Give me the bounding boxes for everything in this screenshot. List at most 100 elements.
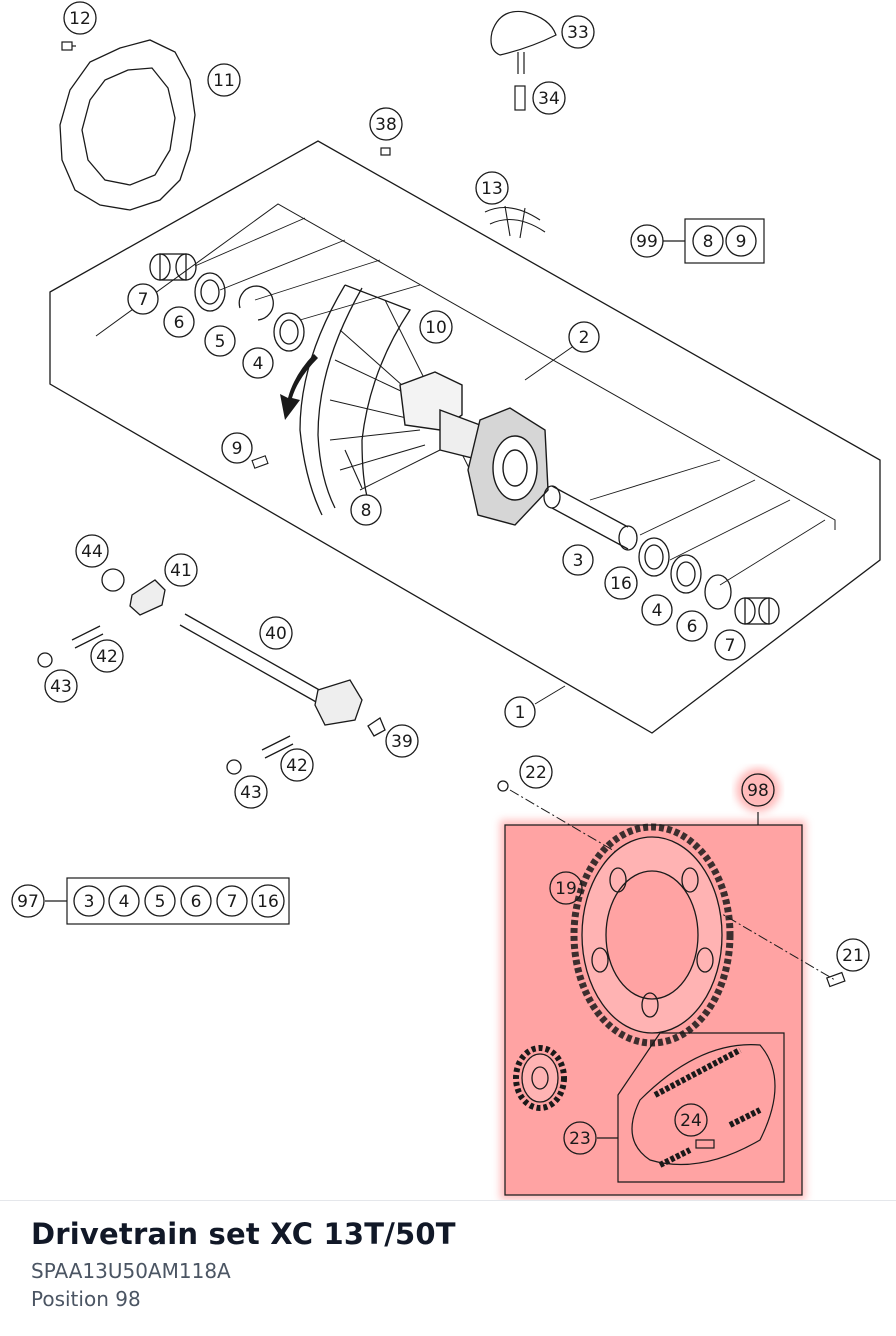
callout-label: 21 — [842, 946, 864, 966]
callout-label: 7 — [138, 290, 149, 310]
part-info-panel: Drivetrain set XC 13T/50T SPAA13U50AM118… — [0, 1200, 896, 1336]
callout-41[interactable]: 41 — [164, 553, 198, 587]
callout-label: 22 — [525, 763, 547, 783]
callout-label: 6 — [174, 313, 185, 333]
callout-label: 8 — [361, 501, 372, 521]
callout-label: 41 — [170, 561, 192, 581]
callout-label: 43 — [240, 783, 262, 803]
callout-3[interactable]: 3 — [562, 544, 594, 576]
callout-label: 13 — [481, 179, 503, 199]
callout-3[interactable]: 3 — [73, 885, 105, 917]
callout-label: 43 — [50, 677, 72, 697]
callout-43[interactable]: 43 — [44, 669, 78, 703]
callout-9[interactable]: 9 — [221, 432, 253, 464]
callout-label: 42 — [286, 756, 308, 776]
callout-6[interactable]: 6 — [180, 885, 212, 917]
exploded-parts-diagram: 1211333438139989765410298316467444140424… — [11, 1, 881, 1200]
rotation-arrow-icon — [280, 354, 318, 420]
callout-label: 39 — [391, 732, 413, 752]
callout-6[interactable]: 6 — [676, 610, 708, 642]
callout-label: 24 — [680, 1111, 702, 1131]
callout-label: 8 — [703, 232, 714, 252]
callout-label: 9 — [232, 439, 243, 459]
callout-7[interactable]: 7 — [127, 283, 159, 315]
nipple-icon — [380, 147, 391, 156]
callout-40[interactable]: 40 — [259, 616, 293, 650]
callout-2[interactable]: 2 — [568, 321, 600, 353]
callout-label: 11 — [213, 71, 235, 91]
callout-11[interactable]: 11 — [207, 63, 241, 97]
callout-label: 5 — [155, 892, 166, 912]
rim-icon — [299, 284, 411, 516]
part-name: Drivetrain set XC 13T/50T — [31, 1217, 456, 1251]
callout-13[interactable]: 13 — [475, 171, 509, 205]
callout-7[interactable]: 7 — [216, 885, 248, 917]
callout-label: 38 — [375, 115, 397, 135]
hub-icon — [399, 371, 549, 526]
callout-21[interactable]: 21 — [836, 938, 870, 972]
callout-4[interactable]: 4 — [242, 347, 274, 379]
callout-label: 44 — [81, 542, 103, 562]
callout-9[interactable]: 9 — [725, 225, 757, 257]
callout-label: 12 — [69, 9, 91, 29]
callout-5[interactable]: 5 — [204, 325, 236, 357]
callout-38[interactable]: 38 — [369, 107, 403, 141]
callout-43[interactable]: 43 — [234, 775, 268, 809]
valve-icon — [490, 10, 557, 111]
callout-label: 97 — [17, 892, 39, 912]
callout-8[interactable]: 8 — [692, 225, 724, 257]
callout-label: 6 — [191, 892, 202, 912]
callout-label: 16 — [610, 574, 632, 594]
rear-sprocket-icon — [570, 823, 734, 1047]
callout-12[interactable]: 12 — [63, 1, 97, 35]
spoke-icon — [344, 449, 363, 489]
callout-34[interactable]: 34 — [532, 81, 566, 115]
callout-label: 3 — [573, 551, 584, 571]
callout-16[interactable]: 16 — [604, 566, 638, 600]
callout-5[interactable]: 5 — [144, 885, 176, 917]
chain-icon — [597, 1032, 785, 1183]
callout-4[interactable]: 4 — [108, 885, 140, 917]
part-position: Position 98 — [31, 1287, 141, 1311]
callout-24[interactable]: 24 — [674, 1103, 708, 1137]
callout-8[interactable]: 8 — [350, 494, 382, 526]
callout-22[interactable]: 22 — [519, 755, 553, 789]
nipple-small-icon — [251, 455, 269, 469]
bolt-icon — [61, 41, 76, 51]
callout-label: 16 — [257, 892, 279, 912]
callout-label: 3 — [84, 892, 95, 912]
rim-tape-icon — [484, 205, 546, 239]
callout-label: 6 — [687, 617, 698, 637]
left-bearing-parts — [149, 253, 305, 352]
callout-99[interactable]: 99 — [630, 224, 664, 258]
front-sprocket-icon — [513, 1045, 567, 1111]
callout-label: 7 — [725, 636, 736, 656]
callout-label: 4 — [652, 601, 663, 621]
callout-23[interactable]: 23 — [563, 1121, 597, 1155]
callout-97[interactable]: 97 — [11, 884, 45, 918]
callout-label: 99 — [636, 232, 658, 252]
callout-label: 5 — [215, 332, 226, 352]
callout-label: 33 — [567, 23, 589, 43]
callout-label: 1 — [515, 703, 526, 723]
wheel-assembly-outline — [49, 140, 881, 734]
callout-label: 19 — [555, 879, 577, 899]
callout-98[interactable]: 98 — [741, 773, 775, 807]
callout-10[interactable]: 10 — [419, 310, 453, 344]
callout-19[interactable]: 19 — [549, 871, 583, 905]
callout-44[interactable]: 44 — [75, 534, 109, 568]
callout-label: 4 — [119, 892, 130, 912]
callout-label: 7 — [227, 892, 238, 912]
callout-39[interactable]: 39 — [385, 724, 419, 758]
brake-disc-icon — [59, 39, 196, 211]
callout-6[interactable]: 6 — [163, 306, 195, 338]
callout-16[interactable]: 16 — [251, 884, 285, 918]
callout-label: 98 — [747, 781, 769, 801]
callout-1[interactable]: 1 — [504, 696, 536, 728]
callout-4[interactable]: 4 — [641, 594, 673, 626]
callout-42[interactable]: 42 — [280, 748, 314, 782]
callout-7[interactable]: 7 — [714, 629, 746, 661]
callout-33[interactable]: 33 — [561, 15, 595, 49]
callout-42[interactable]: 42 — [90, 639, 124, 673]
